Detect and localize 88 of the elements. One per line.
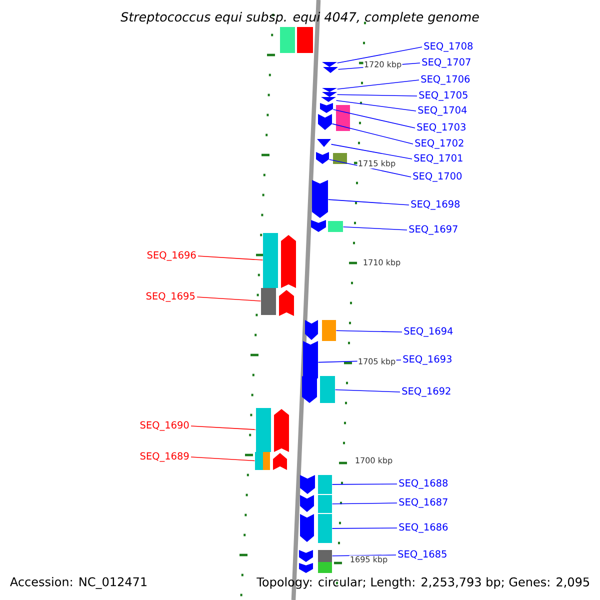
gene-shape xyxy=(317,139,331,147)
gene-box xyxy=(336,116,350,131)
leader-line xyxy=(336,80,420,90)
leader-line xyxy=(332,484,398,485)
gene-shape xyxy=(279,290,294,316)
accession-text: Accession: NC_012471 xyxy=(10,577,146,589)
gene-shape xyxy=(273,453,287,470)
gene-label: SEQ_1685 xyxy=(398,550,446,560)
gene-label: SEQ_1695 xyxy=(146,292,195,302)
gene-shape xyxy=(299,563,313,573)
gene-label: SEQ_1693 xyxy=(403,355,452,365)
gene-shape xyxy=(320,103,333,113)
gene-label: SEQ_1697 xyxy=(409,225,458,235)
scale-label: 1720 kbp xyxy=(363,60,402,70)
gene-box xyxy=(322,320,336,341)
gene-label: SEQ_1696 xyxy=(147,251,196,261)
gene-shape xyxy=(311,220,326,232)
gene-box xyxy=(280,27,295,53)
gene-label: SEQ_1686 xyxy=(399,523,448,533)
gene-shape xyxy=(300,495,314,512)
gene-shape xyxy=(274,409,289,452)
gene-box xyxy=(255,452,263,470)
leader-line xyxy=(332,109,416,128)
gene-label: SEQ_1689 xyxy=(140,452,189,462)
leader-line xyxy=(336,94,418,96)
gene-label: SEQ_1706 xyxy=(421,75,470,85)
gene-shape xyxy=(316,152,329,164)
gene-label: SEQ_1688 xyxy=(399,479,448,489)
scale-label: 1705 kbp xyxy=(357,357,396,367)
gene-shape xyxy=(323,67,338,73)
gene-shape xyxy=(322,88,337,92)
gene-box xyxy=(297,27,313,53)
gene-box xyxy=(318,475,332,494)
gene-shape xyxy=(312,180,328,218)
gene-shape xyxy=(305,320,318,340)
gene-label: SEQ_1704 xyxy=(418,106,467,116)
gene-shape xyxy=(302,376,317,403)
gene-box xyxy=(318,550,332,562)
scale-label: 1710 kbp xyxy=(362,258,402,268)
leader-line xyxy=(198,256,264,260)
title: Streptococcus equi subsp. equi 4047, complete genome xyxy=(120,12,479,24)
scale-label: 1700 kbp xyxy=(354,456,394,466)
gene-shape xyxy=(322,92,337,97)
gene-label: SEQ_1708 xyxy=(424,42,473,52)
leader-line xyxy=(334,389,400,392)
gene-label: SEQ_1687 xyxy=(399,498,448,508)
gene-box xyxy=(320,376,335,403)
leader-line xyxy=(328,199,410,206)
gene-box xyxy=(256,408,271,452)
gene-box xyxy=(263,452,270,470)
leader-line xyxy=(332,554,396,556)
leader-line xyxy=(342,226,408,230)
leader-line xyxy=(332,502,398,504)
gene-box xyxy=(328,221,343,232)
gene-label: SEQ_1707 xyxy=(422,58,470,68)
genome-info-text: Topology: circular; Length: 2,253,793 bp; Genes: 2,095 xyxy=(256,577,590,589)
gene-shape xyxy=(281,235,296,288)
gene-box xyxy=(318,514,332,543)
gene-shape xyxy=(321,97,336,102)
gene-label: SEQ_1690 xyxy=(140,421,189,431)
gene-label: SEQ_1705 xyxy=(419,91,468,101)
leader-line xyxy=(196,296,262,302)
gene-box xyxy=(336,105,350,116)
scale-label: 1715 kbp xyxy=(357,159,396,169)
leader-line xyxy=(332,528,398,529)
gene-shape xyxy=(318,114,332,130)
gene-label: SEQ_1698 xyxy=(411,200,460,210)
gene-label: SEQ_1694 xyxy=(404,327,453,337)
leader-line xyxy=(336,100,416,112)
leader-line xyxy=(330,144,412,160)
leader-line xyxy=(336,330,402,332)
gene-shape xyxy=(300,475,315,494)
leader-line xyxy=(332,123,414,144)
gene-shape xyxy=(322,62,337,67)
gene-shape xyxy=(300,514,314,542)
leader-line xyxy=(336,46,422,64)
gene-box xyxy=(263,233,278,288)
leader-line xyxy=(190,426,256,430)
gene-box xyxy=(261,288,276,315)
gene-label: SEQ_1700 xyxy=(413,172,462,182)
gene-box xyxy=(318,495,332,513)
gene-label: SEQ_1702 xyxy=(415,139,464,149)
gene-box xyxy=(318,562,332,573)
gene-shape xyxy=(299,550,313,562)
gene-label: SEQ_1701 xyxy=(414,154,462,164)
gene-label: SEQ_1692 xyxy=(402,387,450,397)
gene-label: SEQ_1703 xyxy=(417,123,466,133)
gene-box xyxy=(333,153,347,164)
